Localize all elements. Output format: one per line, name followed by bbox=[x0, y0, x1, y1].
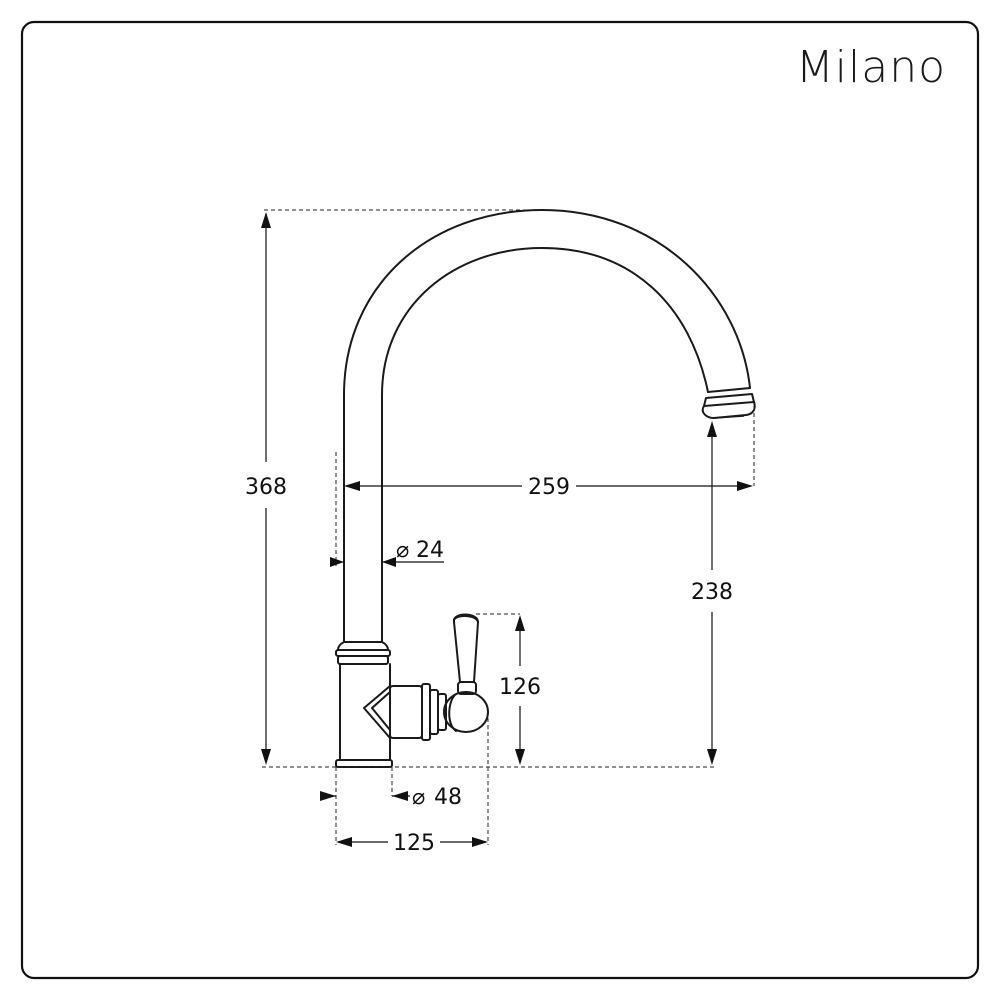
dim-base-diameter: ⌀ 48 bbox=[320, 785, 462, 810]
dim-spout-reach: 259 bbox=[344, 475, 753, 500]
spout-nozzle bbox=[701, 387, 756, 419]
dim-handle-reach-value: 125 bbox=[393, 831, 435, 856]
frame-border bbox=[20, 20, 980, 980]
dim-handle-reach: 125 bbox=[336, 831, 488, 856]
lever-handle bbox=[443, 613, 489, 733]
tap-body bbox=[335, 663, 447, 768]
dim-spout-diameter: ⌀ 24 bbox=[330, 538, 444, 567]
spout-outer bbox=[343, 209, 751, 643]
dim-overall-height: 368 bbox=[245, 212, 287, 765]
dim-handle-height: 126 bbox=[499, 615, 541, 765]
dim-spout-diameter-value: 24 bbox=[416, 538, 444, 563]
dim-handle-height-value: 126 bbox=[499, 675, 541, 700]
dim-spout-height-value: 238 bbox=[691, 580, 733, 605]
extension-lines bbox=[262, 209, 755, 845]
dim-base-diameter-value: 48 bbox=[434, 785, 462, 810]
dim-spout-height: 238 bbox=[691, 421, 733, 765]
brand-title: Milano bbox=[796, 42, 946, 93]
body-collar bbox=[335, 641, 391, 665]
dim-base-diameter-symbol: ⌀ bbox=[412, 785, 425, 810]
dim-overall-height-value: 368 bbox=[245, 475, 287, 500]
spout-inner bbox=[381, 247, 709, 643]
dim-spout-diameter-symbol: ⌀ bbox=[396, 538, 409, 563]
dim-spout-reach-value: 259 bbox=[528, 475, 570, 500]
